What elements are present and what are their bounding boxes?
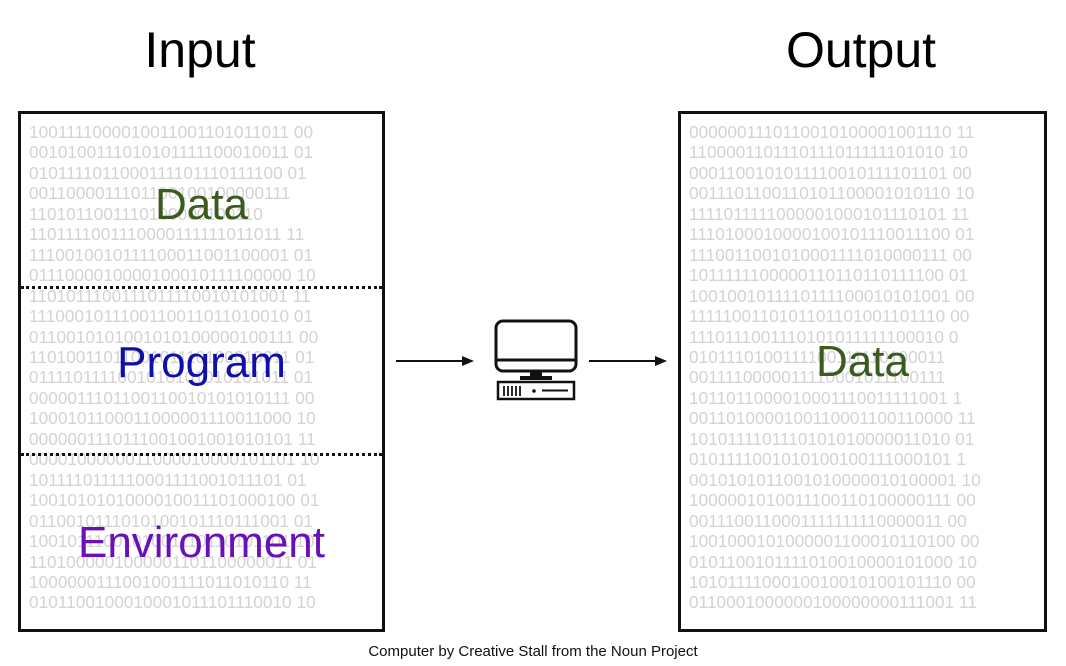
output-data-label: Data <box>816 337 909 386</box>
input-binary-background: 1001111000010011001101011011 00 00101001… <box>29 122 320 613</box>
section-divider <box>21 453 382 456</box>
arrow-right-icon <box>589 356 667 366</box>
section-divider <box>21 286 382 289</box>
output-binary-background: 0000001110110010100001001110 11 11000011… <box>689 122 981 613</box>
input-program-label: Program <box>117 338 286 387</box>
output-heading: Output <box>785 22 937 78</box>
input-environment-label: Environment <box>77 518 325 567</box>
computer-icon <box>494 319 578 401</box>
output-box: 0000001110110010100001001110 11 11000011… <box>678 111 1047 632</box>
input-box: 1001111000010011001101011011 00 00101001… <box>18 111 385 632</box>
input-data-label: Data <box>155 180 248 229</box>
attribution-credit: Computer by Creative Stall from the Noun… <box>368 643 698 660</box>
input-heading: Input <box>144 22 256 78</box>
arrow-right-icon <box>396 356 474 366</box>
